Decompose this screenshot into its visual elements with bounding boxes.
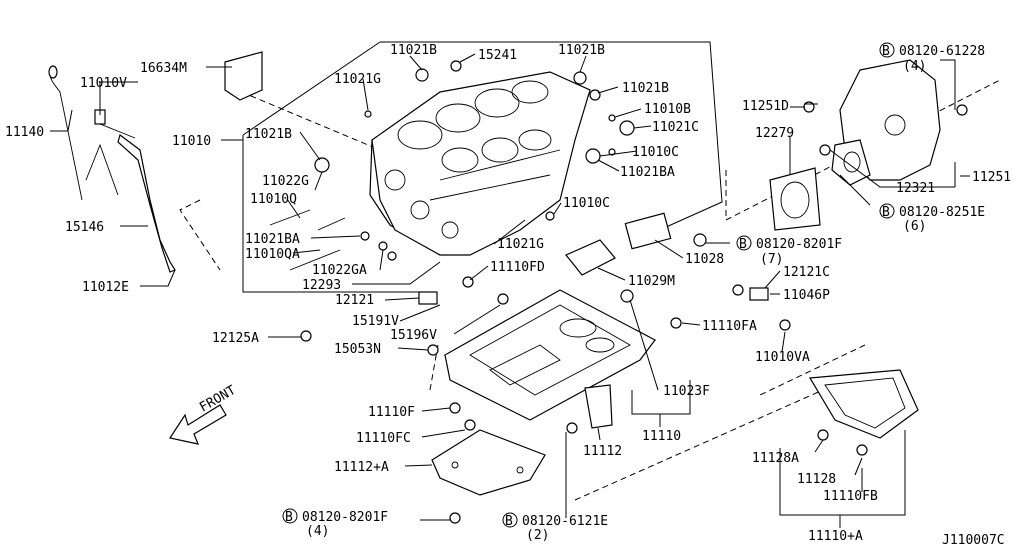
label-11023F: 11023F [663, 384, 710, 399]
bolt-code-b2: 08120-8251E [899, 205, 985, 220]
label-11022GA: 11022GA [312, 263, 367, 278]
oil-pan [443, 289, 657, 421]
bolt-symbol: B [882, 44, 890, 59]
bolt-qty-b4: (4) [306, 524, 329, 539]
bolt-code-b1: 08120-61228 [899, 44, 985, 59]
seal-retainer [769, 167, 821, 231]
bolt-qty-b1: (4) [903, 59, 926, 74]
label-11010: 11010 [172, 134, 211, 149]
bolt-code-b3: 08120-8201F [756, 237, 842, 252]
label-11251D: 11251D [742, 99, 789, 114]
label-11128A: 11128A [752, 451, 799, 466]
bolt-symbol: B [505, 514, 513, 529]
lower-oil-pan [808, 369, 919, 439]
assembly-frames [179, 41, 1001, 501]
label-11021G-b: 11021G [497, 237, 544, 252]
gasket [831, 139, 871, 186]
label-15053N: 15053N [334, 342, 381, 357]
label-11012E: 11012E [82, 280, 129, 295]
bolt-qty-b2: (6) [903, 219, 926, 234]
baffle-plate [431, 429, 546, 496]
label-11046P: 11046P [783, 288, 830, 303]
bolt-callout-b1: B 08120-61228 (4) [879, 42, 985, 74]
label-11021C: 11021C [652, 120, 699, 135]
rear-plate [839, 59, 941, 181]
bolt-callout-b2: B 08120-8251E (6) [879, 203, 985, 234]
label-11021B-b: 11021B [558, 43, 605, 58]
catalog-code: J110007C [942, 533, 1005, 548]
label-11010QA: 11010QA [245, 247, 300, 262]
cylinder-block [369, 71, 591, 256]
bolt-qty-b5: (2) [526, 528, 549, 543]
label-12121: 12121 [335, 293, 374, 308]
label-11010B: 11010B [644, 102, 691, 117]
label-11021B-c: 11021B [245, 127, 292, 142]
label-15241: 15241 [478, 48, 517, 63]
label-11110FC: 11110FC [356, 431, 411, 446]
label-11010V: 11010V [80, 76, 127, 91]
label-11110A: 11110+A [808, 529, 863, 544]
label-12125A: 12125A [212, 331, 259, 346]
label-11110FD: 11110FD [490, 260, 545, 275]
bolt-callout-b3: B 08120-8201F (7) [736, 235, 842, 267]
label-11140: 11140 [5, 125, 44, 140]
bolt-code-b4: 08120-8201F [302, 510, 388, 525]
label-11110FA: 11110FA [702, 319, 757, 334]
bolt-code-b5: 08120-6121E [522, 514, 608, 529]
bolt-qty-b3: (7) [760, 252, 783, 267]
label-11021BA-a: 11021BA [620, 165, 675, 180]
label-16634M: 16634M [140, 61, 187, 76]
label-11022G: 11022G [262, 174, 309, 189]
bolt-symbol: B [882, 205, 890, 220]
bolt-callout-b4: B 08120-8201F (4) [282, 508, 388, 539]
part-labels: 11140 11010V 15146 11012E 16634M 11010 1… [5, 43, 1011, 548]
bolt-symbol: B [739, 237, 747, 252]
small-parts [224, 51, 968, 524]
dipstick-assembly [48, 65, 176, 273]
label-11028: 11028 [685, 252, 724, 267]
label-12121C: 12121C [783, 265, 830, 280]
label-11010VA: 11010VA [755, 350, 810, 365]
label-11110F: 11110F [368, 405, 415, 420]
label-11010C-a: 11010C [632, 145, 679, 160]
label-15191V: 15191V [352, 314, 399, 329]
label-11021B-d: 11021B [622, 81, 669, 96]
label-11110FB: 11110FB [823, 489, 878, 504]
label-11029M: 11029M [628, 274, 675, 289]
label-11112A: 11112+A [334, 460, 389, 475]
label-15146: 15146 [65, 220, 104, 235]
label-11128: 11128 [797, 472, 836, 487]
bolt-callout-b5: B 08120-6121E (2) [502, 512, 608, 543]
label-11010C-b: 11010C [563, 196, 610, 211]
label-15196V: 15196V [390, 328, 437, 343]
front-arrow: FRONT [169, 383, 239, 445]
label-12321: 12321 [896, 181, 935, 196]
label-11112: 11112 [583, 444, 622, 459]
label-12279: 12279 [755, 126, 794, 141]
label-11010Q: 11010Q [250, 192, 297, 207]
label-11021B-a: 11021B [390, 43, 437, 58]
bolt-symbol: B [285, 510, 293, 525]
label-11021BA-b: 11021BA [245, 232, 300, 247]
label-11110: 11110 [642, 429, 681, 444]
label-11021G-a: 11021G [334, 72, 381, 87]
label-12293: 12293 [302, 278, 341, 293]
leader-lines [50, 53, 970, 528]
label-11251: 11251 [972, 170, 1011, 185]
